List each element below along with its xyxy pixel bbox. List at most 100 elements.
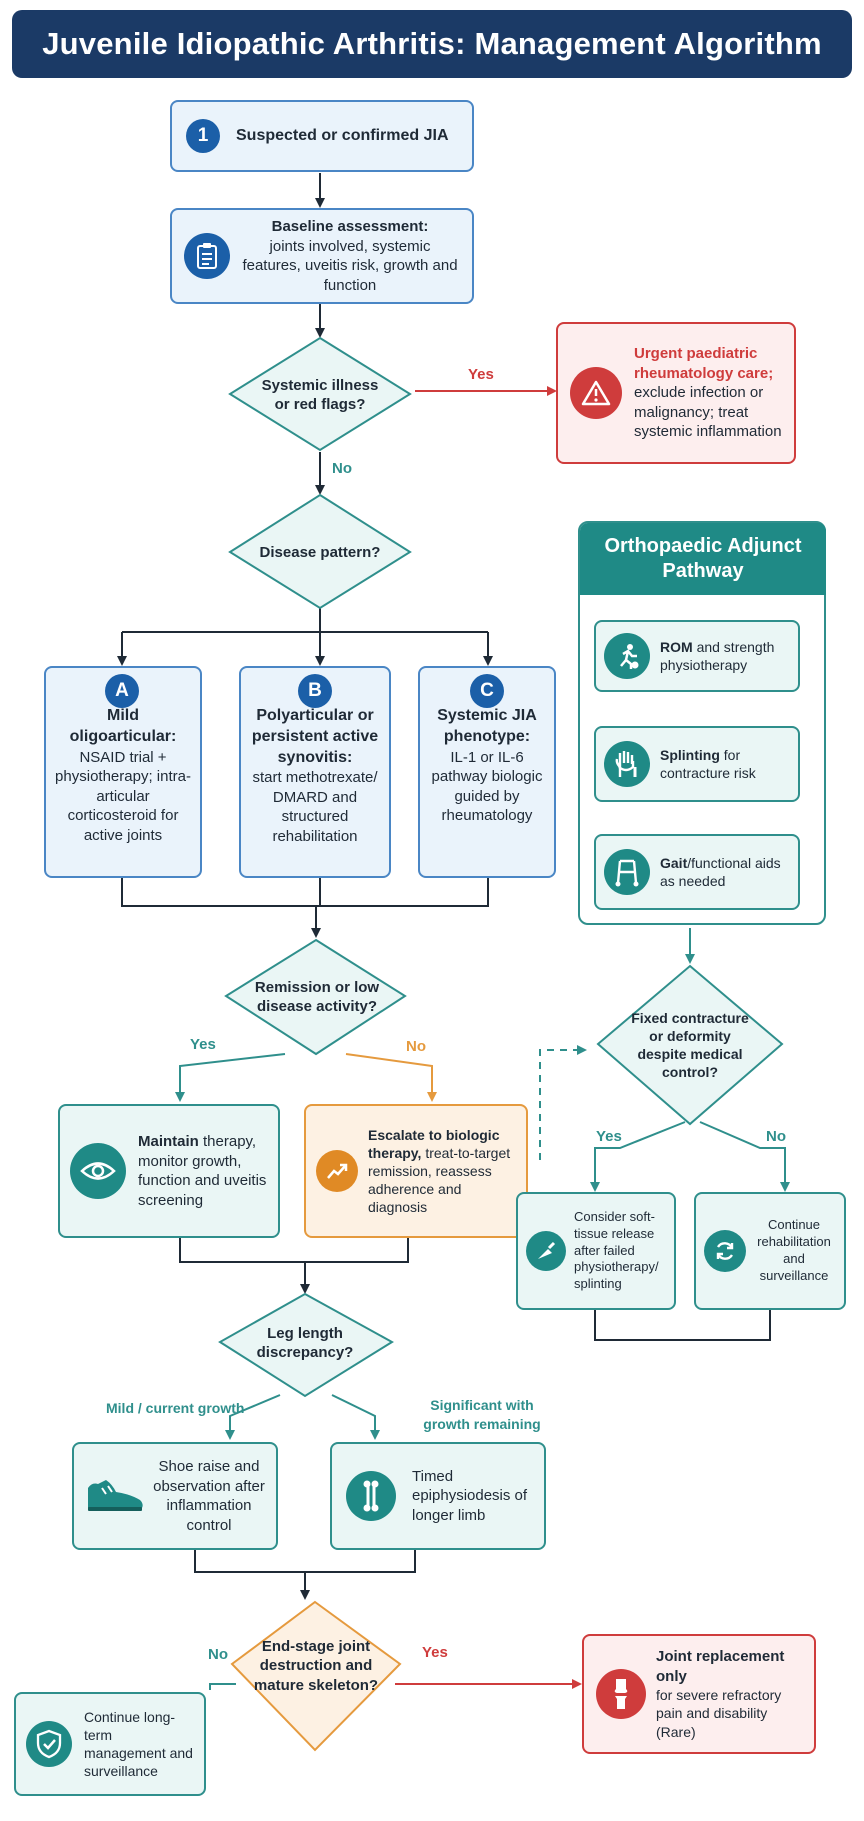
shield-check-icon	[26, 1721, 72, 1767]
edge-endstage-no	[209, 1683, 236, 1690]
diamond-endstage-shape	[230, 1600, 402, 1752]
shoe-body: Shoe raise and observation after inflamm…	[153, 1458, 265, 1534]
urgent-text: Urgent paediatric rheumatology care; exc…	[634, 344, 782, 442]
col-b-letter: B	[298, 674, 332, 708]
edge-txmerge	[179, 1238, 409, 1263]
escalate-node: Escalate to biologic therapy, treat-to-t…	[304, 1104, 528, 1238]
continue-rehab-body: Continue rehabilitation and surveillance	[757, 1217, 831, 1283]
remission-yes-label: Yes	[190, 1036, 216, 1053]
maintain-bold: Maintain	[138, 1133, 199, 1150]
exercise-icon	[604, 633, 650, 679]
diamond-endstage: End-stage joint destruction and mature s…	[253, 1637, 379, 1694]
col-b-title: Polyarticular or persistent active synov…	[251, 707, 379, 766]
trend-up-icon	[316, 1150, 358, 1192]
edge-remission-no	[345, 1053, 437, 1102]
baseline-text: Baseline assessment: joints involved, sy…	[240, 217, 460, 295]
col-c-body: IL-1 or IL-6 pathway biologic guided by …	[431, 748, 543, 825]
scalpel-icon	[526, 1231, 566, 1271]
diamond-fixed: Fixed contracture or deformity despite m…	[631, 1009, 749, 1081]
fixed-no-label: No	[766, 1128, 786, 1145]
longterm-node: Continue long-term management and survei…	[14, 1692, 206, 1796]
edge-legmerge	[194, 1550, 416, 1573]
ortho-step3-bold: Gait	[660, 854, 688, 871]
remission-no-label: No	[406, 1038, 426, 1055]
col-c-title: Systemic JIA phenotype:	[437, 707, 537, 745]
cycle-icon	[704, 1230, 746, 1272]
edge-fixed-merge	[594, 1310, 771, 1341]
maintain-node: Maintain therapy, monitor growth, functi…	[58, 1104, 280, 1238]
diamond-systemic: Systemic illness or red flags?	[261, 376, 379, 414]
replacement-text: Joint replacement only for severe refrac…	[656, 1647, 802, 1741]
ortho-step3: Gait/functional aids as needed	[594, 834, 800, 910]
longterm-body: Continue long-term management and survei…	[84, 1708, 193, 1780]
col-a-body: NSAID trial + physiotherapy; intra-artic…	[55, 748, 191, 844]
ortho-step2-body: for contracture risk	[660, 746, 756, 781]
ortho-step1-bold: ROM	[660, 638, 693, 655]
fixed-yes-label: Yes	[596, 1128, 622, 1145]
endstage-no-label: No	[208, 1646, 228, 1663]
leg-mild-label: Mild / current growth	[106, 1400, 245, 1416]
urgent-body: exclude infection or malignancy; treat s…	[634, 384, 782, 441]
col-b-text: Polyarticular or persistent active synov…	[249, 706, 381, 846]
endstage-yes-label: Yes	[422, 1644, 448, 1661]
diamond-remission: Remission or low disease activity?	[254, 978, 380, 1016]
escalate-body: treat-to-target remission, reassess adhe…	[368, 1144, 511, 1216]
maintain-body: therapy, monitor growth, function and uv…	[138, 1133, 267, 1209]
escalate-text: Escalate to biologic therapy, treat-to-t…	[368, 1126, 516, 1217]
edge-fixed-loop	[539, 1045, 587, 1160]
edge-leg-mild	[225, 1394, 281, 1440]
edge-fixed-no	[699, 1121, 790, 1192]
shoe-icon	[84, 1474, 146, 1519]
systemic-yes-label: Yes	[468, 366, 494, 383]
softtissue-body: Consider soft-tissue release after faile…	[574, 1208, 659, 1292]
systemic-no-label: No	[332, 460, 352, 477]
col-a-title: Mild oligoarticular:	[69, 707, 177, 745]
diamond-pattern: Disease pattern?	[259, 544, 381, 562]
replacement-title: Joint replacement only	[656, 1648, 785, 1685]
edge-cols-merge	[121, 878, 489, 907]
diamond-leg: Leg length discrepancy?	[256, 1324, 354, 1362]
maintain-text: Maintain therapy, monitor growth, functi…	[138, 1132, 268, 1210]
col-a-letter: A	[105, 674, 139, 708]
ortho-step3-body: /functional aids as needed	[660, 854, 781, 889]
eye-icon	[70, 1143, 126, 1199]
col-c-text: Systemic JIA phenotype: IL-1 or IL-6 pat…	[426, 706, 548, 826]
baseline-title: Baseline assessment:	[271, 218, 429, 235]
start-node: 1 Suspected or confirmed JIA	[170, 100, 474, 172]
col-c-letter: C	[470, 674, 504, 708]
edge-remission-yes	[175, 1053, 286, 1102]
bone-icon	[346, 1471, 396, 1521]
ortho-step2-text: Splinting for contracture risk	[660, 746, 790, 782]
start-label: Suspected or confirmed JIA	[236, 126, 449, 144]
ortho-step2: Splinting for contracture risk	[594, 726, 800, 802]
diamond-leg-shape	[218, 1292, 394, 1398]
diamond-pattern-shape	[228, 493, 412, 610]
edge-pattern-split	[122, 608, 488, 633]
diamond-systemic-shape	[228, 336, 412, 452]
ortho-step1-text: ROM and strength physiotherapy	[660, 638, 790, 674]
softtissue-node: Consider soft-tissue release after faile…	[516, 1192, 676, 1310]
title-banner: Juvenile Idiopathic Arthritis: Managemen…	[12, 10, 852, 78]
col-a-text: Mild oligoarticular: NSAID trial + physi…	[54, 706, 192, 845]
leg-significant-label: Significant with growth remaining	[423, 1397, 541, 1432]
hand-splint-icon	[604, 741, 650, 787]
col-c-node: Systemic JIA phenotype: IL-1 or IL-6 pat…	[418, 666, 556, 878]
page-title: Juvenile Idiopathic Arthritis: Managemen…	[42, 26, 822, 61]
walker-icon	[604, 849, 650, 895]
ortho-title: Orthopaedic Adjunct Pathway	[580, 523, 826, 595]
clipboard-icon	[184, 233, 230, 279]
epiph-node: Timed epiphysiodesis of longer limb	[330, 1442, 546, 1550]
number-badge: 1	[186, 119, 220, 153]
baseline-node: Baseline assessment: joints involved, sy…	[170, 208, 474, 304]
warning-icon	[570, 367, 622, 419]
urgent-node: Urgent paediatric rheumatology care; exc…	[556, 322, 796, 464]
shoe-node: Shoe raise and observation after inflamm…	[72, 1442, 278, 1550]
edge-leg-significant	[331, 1394, 380, 1440]
ortho-step1: ROM and strength physiotherapy	[594, 620, 800, 692]
baseline-body: joints involved, systemic features, uvei…	[242, 237, 458, 294]
escalate-bold: Escalate to biologic therapy,	[368, 1126, 500, 1161]
replacement-body: for severe refractory pain and disabilit…	[656, 1687, 782, 1740]
ortho-step1-body: and strength physiotherapy	[660, 638, 775, 673]
diamond-fixed-shape	[596, 964, 784, 1126]
ortho-step3-text: Gait/functional aids as needed	[660, 854, 790, 890]
